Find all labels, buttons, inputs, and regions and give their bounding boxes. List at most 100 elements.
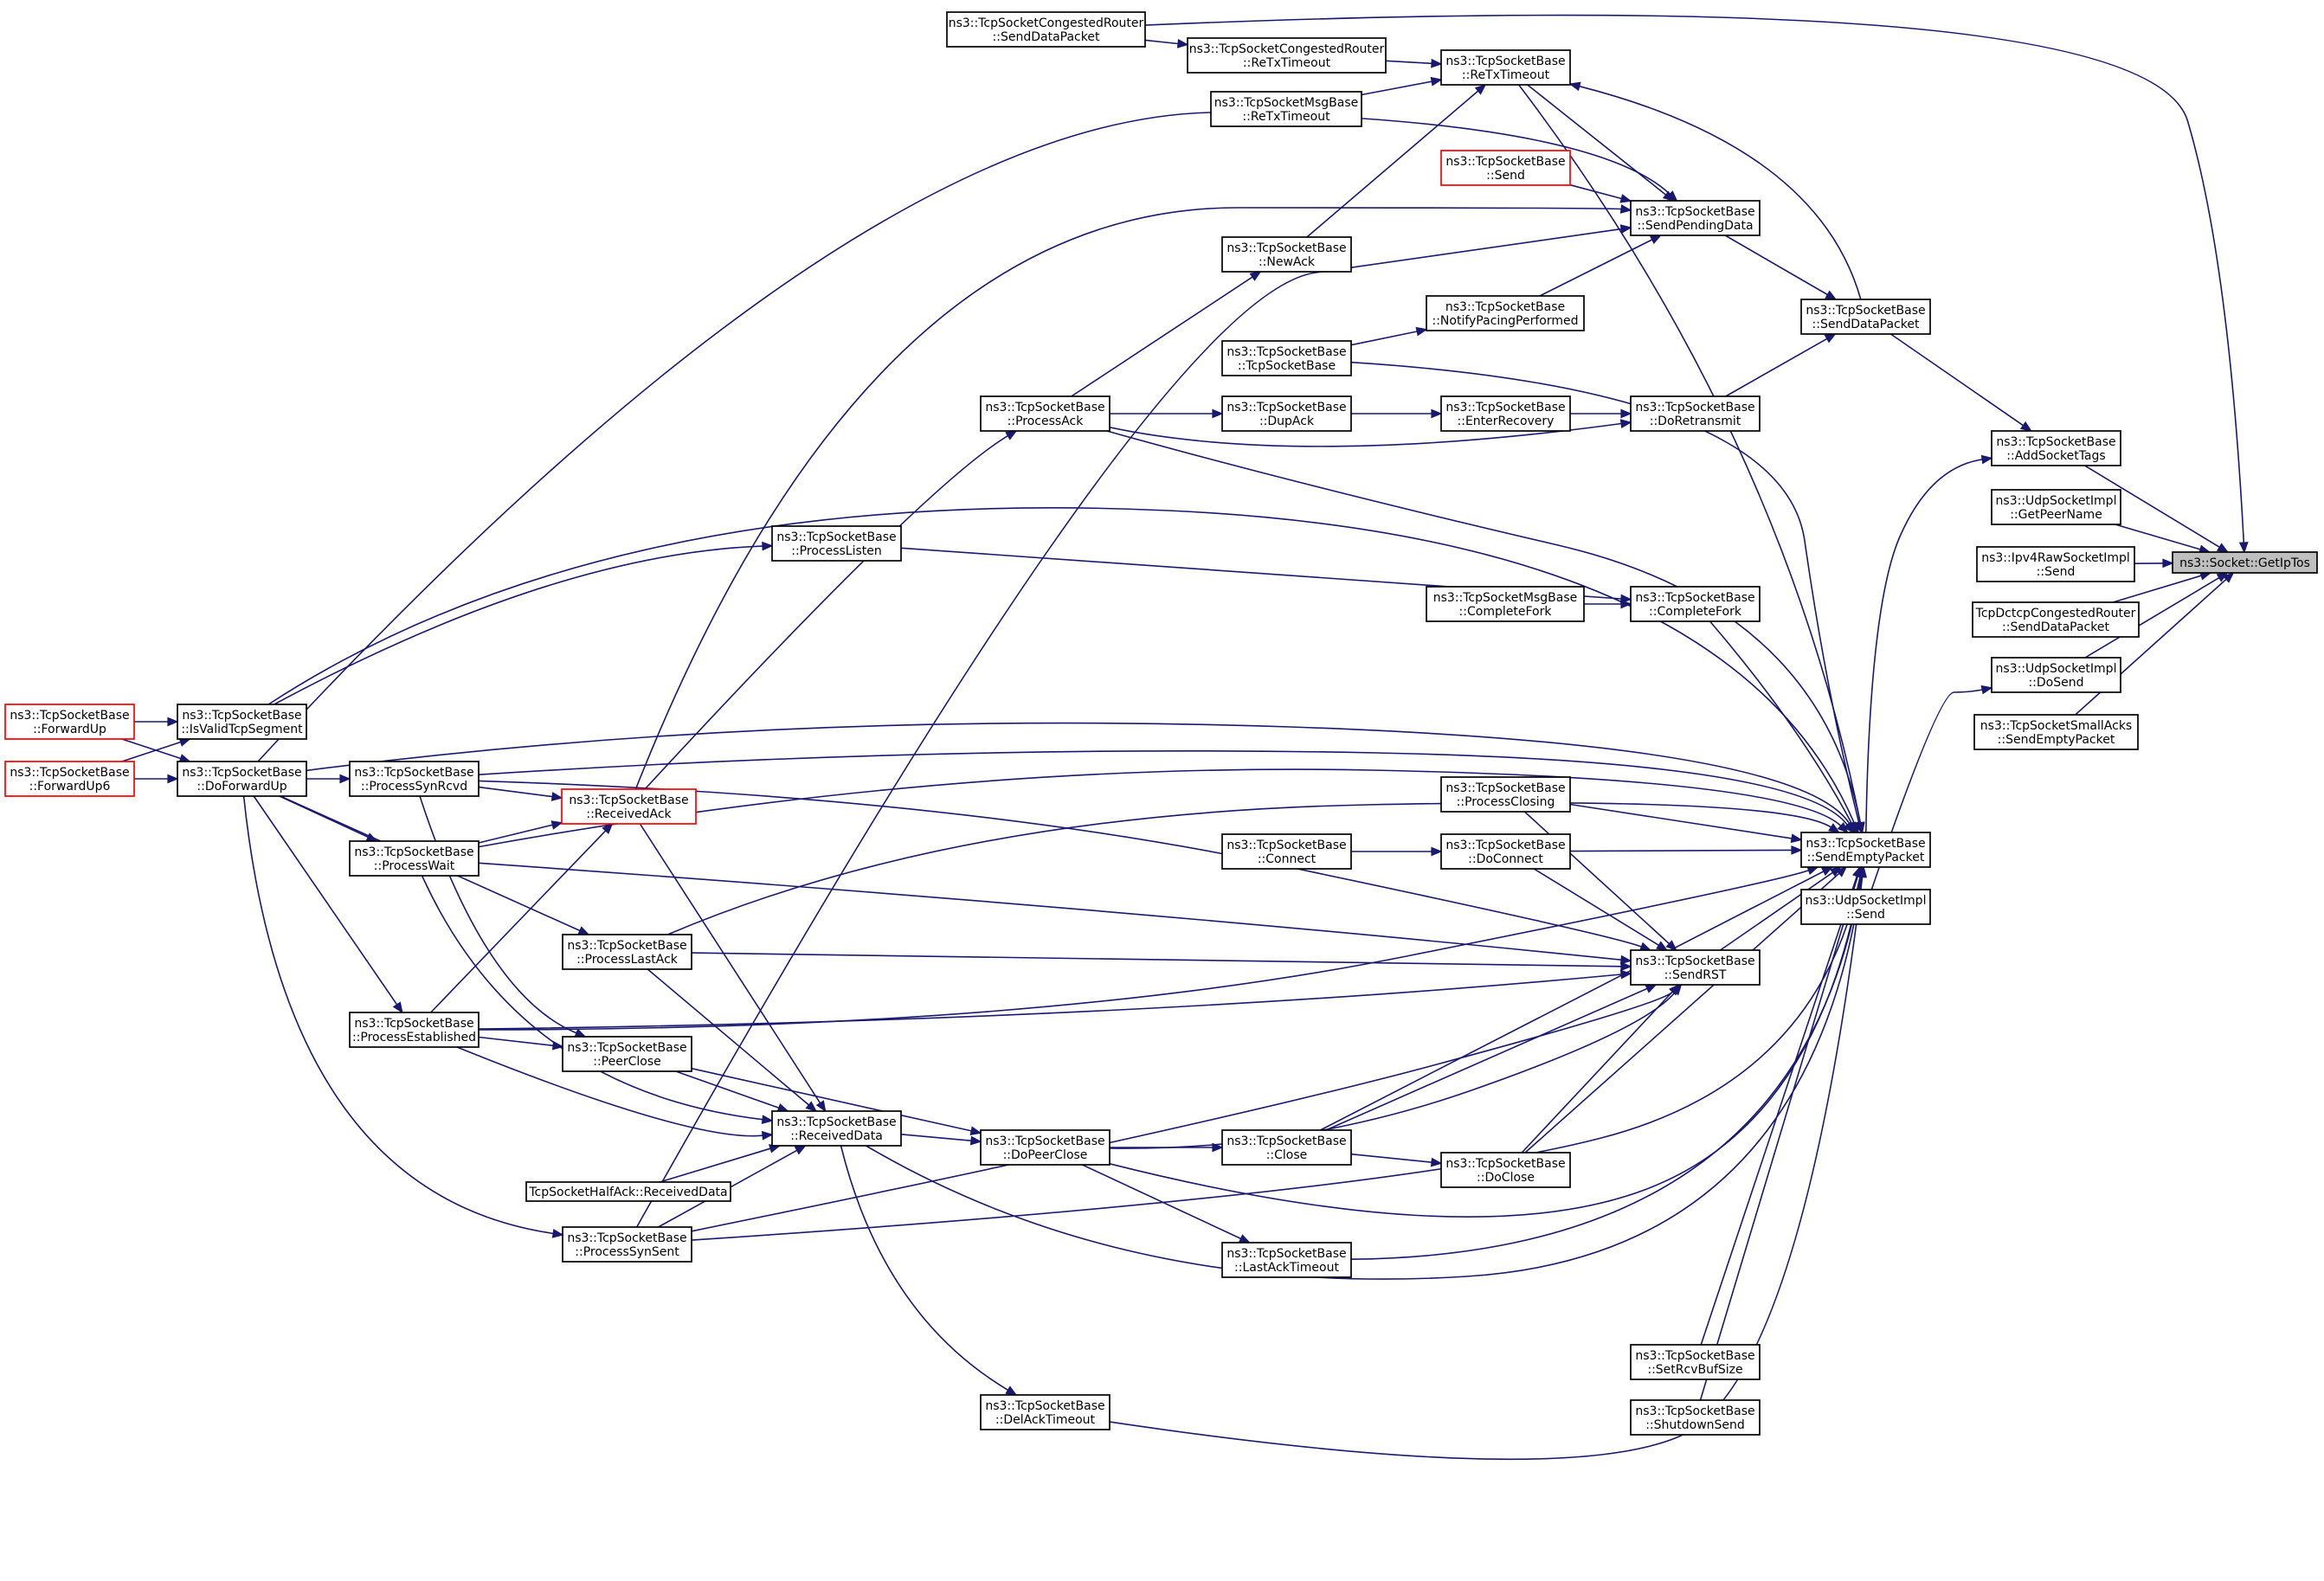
node-do-forward-up[interactable]: ns3::TcpSocketBase::DoForwardUp	[177, 761, 307, 797]
node-do-peer-close[interactable]: ns3::TcpSocketBase::DoPeerClose	[980, 1129, 1110, 1166]
edge-line	[1109, 876, 1864, 1461]
node-tcp-socket-base-ctor[interactable]: ns3::TcpSocketBase::TcpSocketBase	[1221, 340, 1352, 376]
node-received-ack[interactable]: ns3::TcpSocketBase::ReceivedAck	[561, 788, 697, 825]
node-new-ack[interactable]: ns3::TcpSocketBase::NewAck	[1221, 236, 1352, 273]
node-received-data[interactable]: ns3::TcpSocketBase::ReceivedData	[771, 1110, 902, 1147]
node-del-ack-timeout[interactable]: ns3::TcpSocketBase::DelAckTimeout	[980, 1394, 1110, 1430]
edge-process-established-to-received-data	[456, 1046, 774, 1141]
node-label: ns3::TcpSocketBase	[354, 1017, 473, 1031]
node-send-empty-packet[interactable]: ns3::TcpSocketBase::SendEmptyPacket	[1800, 832, 1931, 868]
node-label: ns3::TcpSocketBase	[1445, 300, 1565, 314]
node-small-acks-send-empty[interactable]: ns3::TcpSocketSmallAcks::SendEmptyPacket	[1973, 714, 2139, 750]
edge-arrowhead	[1212, 1142, 1224, 1153]
node-ipv4-raw-send[interactable]: ns3::Ipv4RawSocketImpl::Send	[1976, 546, 2135, 582]
node-process-listen[interactable]: ns3::TcpSocketBase::ProcessListen	[771, 525, 902, 562]
node-close[interactable]: ns3::TcpSocketBase::Close	[1221, 1129, 1352, 1166]
edge-line	[1569, 183, 1622, 200]
node-label: ::ReceivedAck	[586, 807, 672, 821]
edge-line	[2115, 524, 2201, 550]
node-shutdown-send[interactable]: ns3::TcpSocketBase::ShutdownSend	[1630, 1399, 1761, 1436]
node-label: ns3::TcpSocketBase	[567, 1231, 686, 1245]
node-complete-fork[interactable]: ns3::TcpSocketBase::CompleteFork	[1630, 586, 1761, 622]
edge-process-ack-to-dup-ack	[1110, 408, 1224, 419]
node-do-retransmit[interactable]: ns3::TcpSocketBase::DoRetransmit	[1630, 395, 1761, 432]
node-is-valid-tcp-segment[interactable]: ns3::TcpSocketBase::IsValidTcpSegment	[177, 704, 307, 740]
edge-arrowhead	[1980, 684, 1993, 695]
node-set-rcv-buf-size[interactable]: ns3::TcpSocketBase::SetRcvBufSize	[1630, 1344, 1761, 1380]
node-udp-get-peer-name[interactable]: ns3::UdpSocketImpl::GetPeerName	[1991, 489, 2121, 525]
node-msg-re-tx-timeout[interactable]: ns3::TcpSocketMsgBase::ReTxTimeout	[1210, 91, 1362, 127]
node-process-syn-sent[interactable]: ns3::TcpSocketBase::ProcessSynSent	[562, 1226, 692, 1263]
node-process-ack[interactable]: ns3::TcpSocketBase::ProcessAck	[980, 395, 1110, 432]
node-send[interactable]: ns3::TcpSocketBase::Send	[1440, 150, 1571, 186]
node-notify-pacing[interactable]: ns3::TcpSocketBase::NotifyPacingPerforme…	[1426, 295, 1585, 331]
edge-arrowhead	[167, 774, 179, 784]
node-process-last-ack[interactable]: ns3::TcpSocketBase::ProcessLastAck	[562, 934, 692, 970]
node-do-close[interactable]: ns3::TcpSocketBase::DoClose	[1440, 1152, 1571, 1188]
node-label: ::ForwardUp	[33, 723, 106, 736]
node-box	[1221, 395, 1352, 432]
node-do-connect[interactable]: ns3::TcpSocketBase::DoConnect	[1440, 833, 1571, 870]
node-label: ::ReTxTimeout	[1243, 56, 1331, 70]
edge-process-ack-to-new-ack	[1071, 271, 1262, 397]
node-last-ack-timeout[interactable]: ns3::TcpSocketBase::LastAckTimeout	[1221, 1242, 1352, 1278]
node-get-ip-tos[interactable]: ns3::Socket::GetIpTos	[2172, 551, 2318, 574]
node-process-established[interactable]: ns3::TcpSocketBase::ProcessEstablished	[349, 1012, 480, 1048]
edge-arrowhead	[969, 1135, 982, 1146]
node-label: TcpDctcpCongestedRouter	[1975, 607, 2136, 620]
node-label: ns3::TcpSocketMsgBase	[1214, 96, 1358, 110]
edge-process-established-to-peer-close	[478, 1036, 564, 1051]
edge-arrowhead	[1430, 1157, 1443, 1167]
edge-received-ack-to-received-data	[639, 823, 827, 1113]
edge-line	[430, 830, 607, 1013]
node-msg-complete-fork[interactable]: ns3::TcpSocketMsgBase::CompleteFork	[1426, 586, 1585, 622]
node-label: ns3::Socket::GetIpTos	[2179, 556, 2310, 570]
node-udp-do-send[interactable]: ns3::UdpSocketImpl::DoSend	[1991, 657, 2121, 693]
node-half-ack-received[interactable]: TcpSocketHalfAck::ReceivedData	[525, 1181, 731, 1202]
node-box	[349, 840, 480, 877]
edge-line	[691, 1067, 972, 1132]
node-box	[1426, 295, 1585, 331]
node-label: ns3::TcpSocketBase	[10, 766, 129, 780]
node-dctcp-send-data[interactable]: TcpDctcpCongestedRouter::SendDataPacket	[1972, 601, 2140, 638]
edge-arrowhead	[577, 926, 590, 935]
node-label: ns3::TcpSocketBase	[567, 939, 686, 953]
node-box	[1991, 489, 2121, 525]
node-forward-up[interactable]: ns3::TcpSocketBase::ForwardUp	[4, 704, 135, 740]
edge-line	[840, 1145, 1009, 1391]
node-peer-close[interactable]: ns3::TcpSocketBase::PeerClose	[562, 1036, 692, 1072]
node-box	[1440, 150, 1571, 186]
edge-ipv4-raw-send-to-get-ip-tos	[2134, 558, 2174, 569]
edge-line	[644, 434, 1008, 790]
edge-arrowhead	[1835, 865, 1848, 877]
node-add-socket-tags[interactable]: ns3::TcpSocketBase::AddSocketTags	[1991, 430, 2121, 466]
node-box	[1426, 586, 1585, 622]
node-send-data-packet[interactable]: ns3::TcpSocketBase::SendDataPacket	[1800, 299, 1931, 335]
node-re-tx-timeout[interactable]: ns3::TcpSocketBase::ReTxTimeout	[1440, 49, 1571, 86]
node-udp-send[interactable]: ns3::UdpSocketImpl::Send	[1800, 889, 1931, 925]
node-enter-recovery[interactable]: ns3::TcpSocketBase::EnterRecovery	[1440, 395, 1571, 432]
node-label: ns3::TcpSocketBase	[1635, 401, 1754, 415]
node-label: ::TcpSocketBase	[1238, 359, 1336, 373]
node-label: ::NotifyPacingPerformed	[1432, 314, 1578, 328]
edge-arrowhead	[1619, 194, 1632, 203]
node-crsend-data-packet[interactable]: ns3::TcpSocketCongestedRouter::SendDataP…	[946, 11, 1146, 48]
edge-line	[1106, 430, 1862, 824]
node-send-pending-data[interactable]: ns3::TcpSocketBase::SendPendingData	[1630, 200, 1761, 236]
node-send-rst[interactable]: ns3::TcpSocketBase::SendRST	[1630, 949, 1761, 986]
node-process-closing[interactable]: ns3::TcpSocketBase::ProcessClosing	[1440, 776, 1571, 813]
edge-line	[1569, 803, 1793, 839]
edge-close-to-send-rst	[1325, 984, 1658, 1131]
edge-process-wait-to-send-empty-packet	[478, 768, 1849, 848]
node-forward-up6[interactable]: ns3::TcpSocketBase::ForwardUp6	[4, 761, 135, 797]
node-crre-tx-timeout[interactable]: ns3::TcpSocketCongestedRouter::ReTxTimeo…	[1187, 37, 1387, 74]
edge-arrowhead	[1645, 984, 1658, 993]
node-process-wait[interactable]: ns3::TcpSocketBase::ProcessWait	[349, 840, 480, 877]
edge-received-data-to-do-peer-close	[900, 1134, 982, 1146]
edge-new-ack-to-re-tx-timeout	[1306, 83, 1487, 238]
node-label: ::ProcessAck	[1007, 415, 1085, 428]
node-dup-ack[interactable]: ns3::TcpSocketBase::DupAck	[1221, 395, 1352, 432]
node-connect[interactable]: ns3::TcpSocketBase::Connect	[1221, 833, 1352, 870]
node-process-syn-rcvd[interactable]: ns3::TcpSocketBase::ProcessSynRcvd	[349, 761, 480, 797]
node-box	[1440, 1152, 1571, 1188]
